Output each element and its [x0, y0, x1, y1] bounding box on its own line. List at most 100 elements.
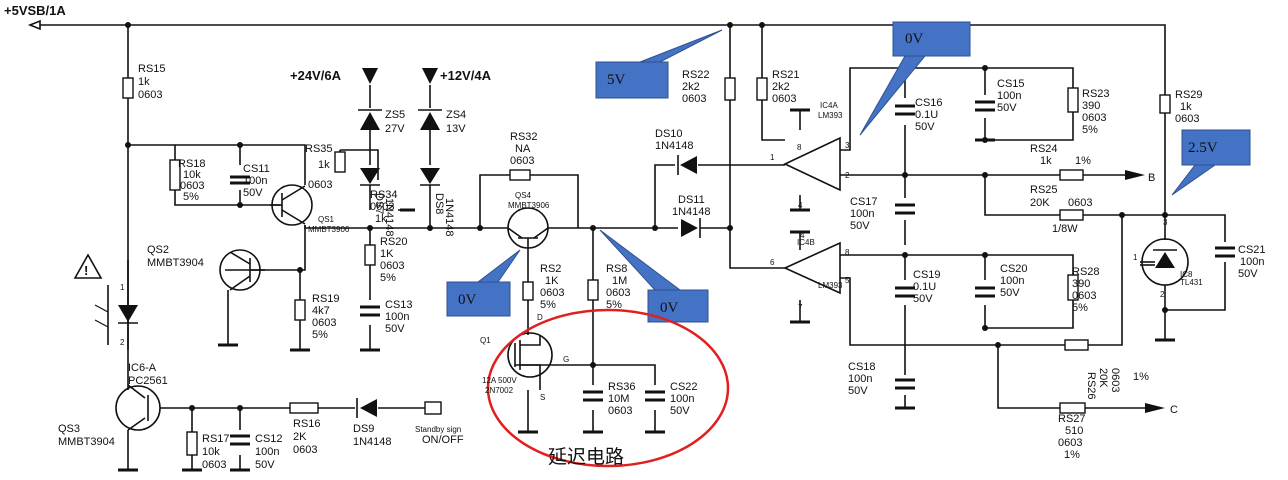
rs17-label-2: 0603: [202, 459, 226, 471]
qs4-label-0: QS4: [515, 191, 532, 200]
svg-text:!: !: [84, 263, 88, 278]
rs19-label-2: 0603: [312, 317, 336, 329]
rs34-label-2: 1k: [375, 213, 387, 225]
ic4b-label-3: 5: [845, 276, 850, 285]
ds9-diode: [360, 399, 377, 417]
cs18-label-2: 50V: [848, 385, 868, 397]
cs17-capacitor: [895, 203, 915, 215]
cs15-capacitor: [975, 100, 995, 112]
ic4a-label-1: LM393: [818, 111, 843, 120]
rs29-label-1: 1k: [1180, 101, 1192, 113]
ic4a-label-2: 8: [797, 143, 802, 152]
cs20-label-1: 100n: [1000, 275, 1024, 287]
qs1-label-1: QS1: [318, 215, 335, 224]
qs3-label-0: QS3: [58, 423, 80, 435]
rail-5vsb: +5VSB/1A: [4, 3, 66, 18]
rs20-label-0: RS20: [380, 236, 408, 248]
cs12-label-0: CS12: [255, 433, 283, 445]
rs23-label-1: 390: [1082, 100, 1100, 112]
ds7-diode: [360, 168, 380, 184]
node-label-1: C: [1170, 404, 1178, 416]
delay-circuit-outline: [486, 308, 730, 468]
stby-label-0: Standby sign: [415, 425, 461, 434]
rs28-label-2: 0603: [1072, 290, 1096, 302]
ic8-label-3: 1: [1133, 253, 1138, 262]
rs2-label-3: 5%: [540, 299, 556, 311]
optocoupler: !: [73, 253, 109, 345]
ic8-label-4: 2: [1160, 290, 1165, 299]
ds10-label-0: DS10: [655, 128, 683, 140]
ic8-label-0: IC8: [1180, 270, 1193, 279]
ic4a-label-6: 4: [798, 201, 803, 210]
cs17-label-1: 100n: [850, 208, 874, 220]
qs2-label-0: QS2: [147, 244, 169, 256]
ic4a-label-4: 2: [845, 171, 850, 180]
cs20-capacitor: [975, 286, 995, 298]
ic4a-label-3: 3: [845, 141, 850, 150]
rs36-label-1: 10M: [608, 393, 629, 405]
rs23-resistor: [1067, 87, 1079, 113]
rs27-label-1: 510: [1065, 425, 1083, 437]
rs25-label-0: RS25: [1030, 184, 1058, 196]
rs21-label-1: 2k2: [772, 81, 790, 93]
rs27-resistor: [1059, 402, 1086, 414]
rs18-label-1: 10k: [183, 169, 201, 181]
rail-labels: +5VSB/1A +24V/6A +12V/4A: [4, 3, 492, 83]
rs18-label-0: RS18: [178, 158, 206, 170]
cs20-label-0: CS20: [1000, 263, 1028, 275]
cs11-label-0: CS11: [243, 163, 270, 175]
callouts: 5V 0V 2.5V 0V 0V: [446, 21, 1251, 323]
node-label-0: B: [1148, 172, 1155, 184]
rs36-label-2: 0603: [608, 405, 632, 417]
cs15-label-2: 50V: [997, 102, 1017, 114]
svg-text:0V: 0V: [660, 300, 679, 316]
rs28-label-3: 5%: [1072, 302, 1088, 314]
rs26-label-3: 1%: [1133, 371, 1149, 383]
rs21-resistor: [756, 77, 768, 101]
cs17-label-2: 50V: [850, 220, 870, 232]
qs3-transistor: [115, 385, 161, 431]
node-label-2: 1: [120, 283, 125, 292]
rail-arrows: [362, 68, 1165, 415]
rs19-label-3: 5%: [312, 329, 328, 341]
rs36-capacitor: [583, 390, 603, 402]
cs13-label-0: CS13: [385, 299, 413, 311]
ic4b-label-2: 8: [845, 248, 850, 257]
ic6-label-1: PC2561: [128, 375, 168, 387]
q1-label-5: 2N7002: [485, 386, 514, 395]
rs8-resistor: [587, 279, 599, 301]
ic4a-label-0: IC4A: [820, 101, 838, 110]
cs13-label-2: 50V: [385, 323, 405, 335]
rs15-label-0: RS15: [138, 63, 166, 75]
rs19-label-1: 4k7: [312, 305, 330, 317]
zs5-label-0: ZS5: [385, 109, 405, 121]
cs12-capacitor: [230, 434, 250, 446]
rs23-label-2: 0603: [1082, 112, 1106, 124]
rs20-label-1: 1K: [380, 248, 394, 260]
rs18-label-2: 0603: [180, 180, 204, 192]
stby-label-1: ON/OFF: [422, 434, 464, 446]
cs22-label-1: 100n: [670, 393, 694, 405]
capacitors: [230, 100, 1235, 446]
rs23-label-0: RS23: [1082, 88, 1110, 100]
callout-0v-top: 0V: [859, 21, 971, 136]
rs16-label-1: 2K: [293, 431, 307, 443]
rs8-label-0: RS8: [606, 263, 627, 275]
